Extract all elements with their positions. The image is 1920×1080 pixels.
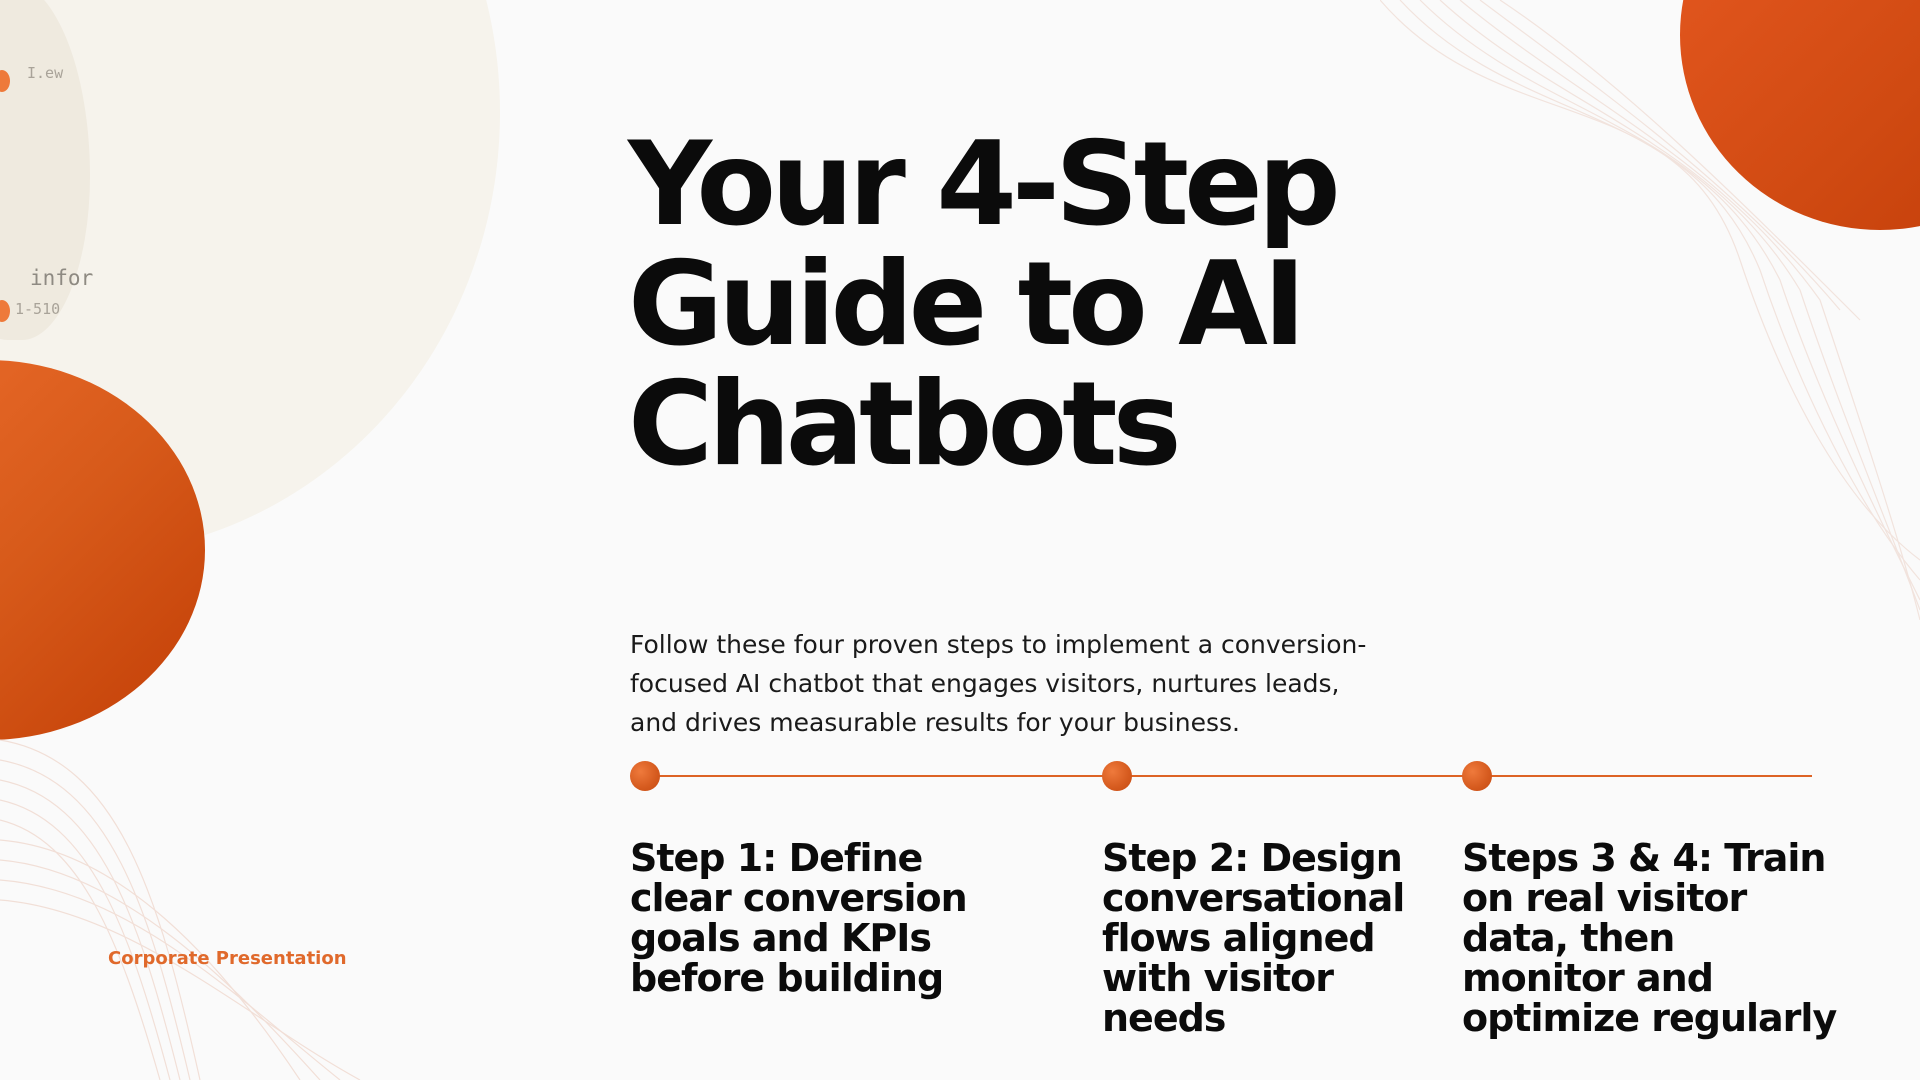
- timeline-marker: [630, 761, 660, 791]
- step-2-text: Step 2: Design conversational flows alig…: [1102, 836, 1405, 1040]
- map-pin-icon: [0, 70, 10, 92]
- title-line: Guide to AI: [628, 237, 1306, 372]
- map-pin-icon: [0, 300, 10, 322]
- wave-lines-decoration: [0, 739, 361, 1080]
- map-label: 1-510: [15, 300, 61, 318]
- title-line: Chatbots: [628, 357, 1182, 492]
- timeline-marker: [1102, 761, 1132, 791]
- timeline-marker: [1462, 761, 1492, 791]
- slide-title: Your 4-Step Guide to AI Chatbots: [628, 125, 1388, 485]
- step-1-text: Step 1: Define clear conversion goals an…: [630, 836, 968, 1000]
- footer-label: Corporate Presentation: [108, 948, 347, 969]
- title-line: Your 4-Step: [628, 117, 1341, 252]
- map-label: I.ew: [27, 64, 64, 82]
- wave-lines-decoration: [1380, 0, 1920, 620]
- slide-description: Follow these four proven steps to implem…: [630, 630, 1367, 737]
- timeline-line: [645, 775, 1812, 777]
- map-label: infor: [30, 266, 94, 290]
- step-3-4-text: Steps 3 & 4: Train on real visitor data,…: [1462, 836, 1837, 1040]
